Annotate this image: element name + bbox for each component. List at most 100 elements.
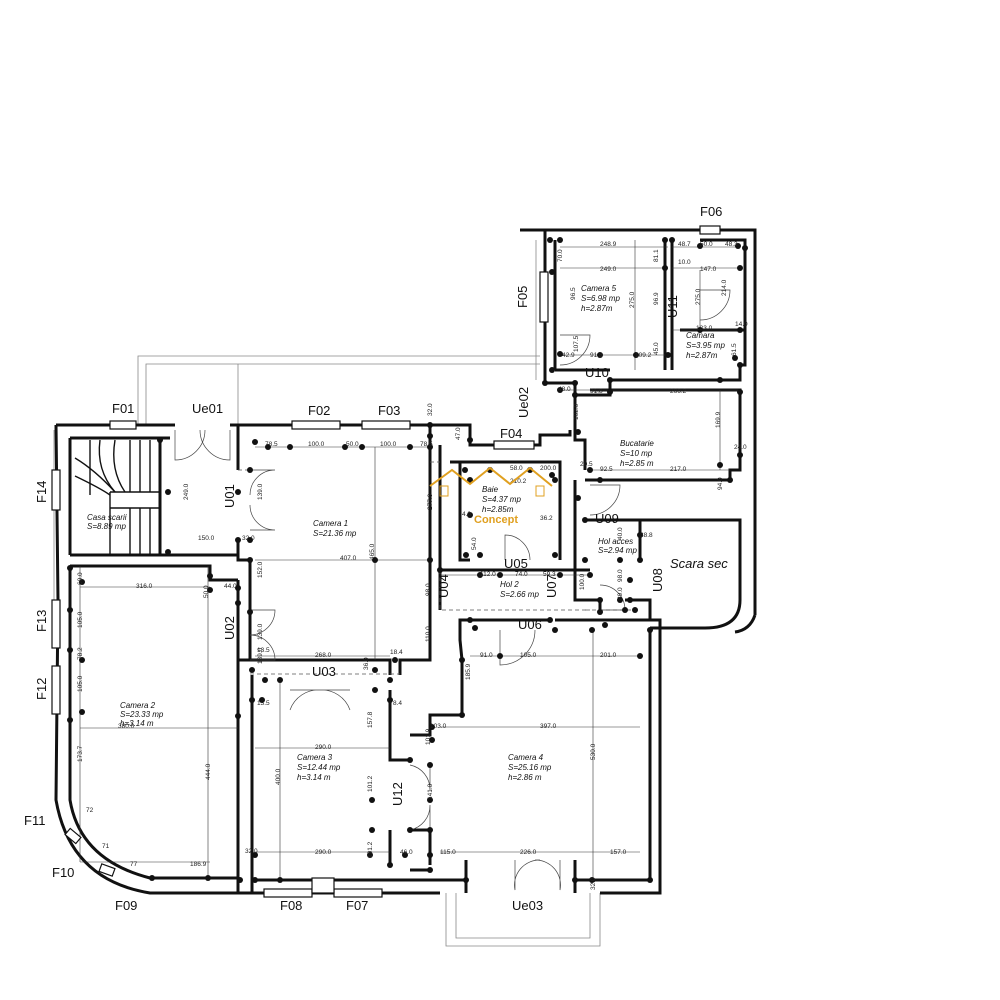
dimension-label: 50.0 (203, 585, 210, 598)
dimension-label: 96.5 (570, 287, 577, 300)
dimension-label: 407.0 (340, 555, 357, 562)
dimension-label: 380.0 (118, 723, 135, 730)
label-U05: U05 (504, 556, 528, 571)
wall-node (252, 852, 258, 858)
room-area: S=8.89 mp (87, 522, 126, 531)
wall-node (633, 352, 639, 358)
room-area: S=4.37 mp (482, 495, 521, 504)
wall-node (647, 877, 653, 883)
dimension-label: 81.1 (653, 249, 660, 262)
doors (174, 289, 731, 891)
label-U06: U06 (518, 617, 542, 632)
dimension-lines (79, 240, 740, 880)
opening-labels: F01 Ue01 F02 F03 F04 F05 F06 Ue02 U01 U0… (24, 204, 722, 913)
dimension-label: 48.0 (558, 386, 571, 393)
wall-node (617, 557, 623, 563)
wall-node (427, 827, 433, 833)
wall-node (79, 579, 85, 585)
label-F12: F12 (34, 678, 49, 700)
room-name: Camera 5 (581, 284, 617, 293)
dimension-label: 36.2 (540, 515, 553, 522)
room-name: Camera 2 (120, 701, 156, 710)
dimension-label: 72 (86, 807, 94, 814)
wall-node (67, 717, 73, 723)
dimension-label: 200.0 (540, 465, 557, 472)
dimension-label: 249.0 (600, 266, 617, 273)
dimension-label: 13.5 (257, 647, 270, 654)
wall-node (372, 557, 378, 563)
wall-node (247, 557, 253, 563)
wall-node (587, 467, 593, 473)
label-U10: U10 (585, 365, 609, 380)
wall-node (587, 572, 593, 578)
wall-node (459, 712, 465, 718)
room-area: S=25.16 mp (508, 763, 552, 772)
wall-node (372, 687, 378, 693)
dimension-label: 4.0 (462, 511, 471, 518)
dimension-label: 54.0 (471, 537, 478, 550)
wall-node (369, 797, 375, 803)
dimension-label: 157.0 (610, 849, 627, 856)
dimension-label: 18.4 (390, 649, 403, 656)
dimension-label: 275.0 (695, 288, 702, 305)
dimension-label: 40.0 (617, 527, 624, 540)
wall-node (207, 587, 213, 593)
wall-node (157, 437, 163, 443)
room-area: S=3.95 mp (686, 341, 725, 350)
label-U11: U11 (665, 295, 680, 318)
dimension-label: 530.0 (590, 743, 597, 760)
dimension-label: 266.2 (670, 388, 687, 395)
dimension-label: 46.0 (400, 849, 413, 856)
wall-node (549, 472, 555, 478)
wall-node (627, 577, 633, 583)
room-name: Baie (482, 485, 499, 494)
wall-node (497, 653, 503, 659)
wall-node (437, 567, 443, 573)
wall-node (547, 237, 553, 243)
dimension-label: 290.0 (315, 849, 332, 856)
wall-node (249, 667, 255, 673)
label-F06: F06 (700, 204, 722, 219)
wall-node (732, 355, 738, 361)
dimension-label: 139.0 (257, 483, 264, 500)
dimension-label: 32.0 (590, 877, 597, 890)
label-F03: F03 (378, 403, 400, 418)
wall-node (407, 444, 413, 450)
room-camera-4: Camera 4 S=25.16 mp h=2.86 m (508, 753, 552, 782)
wall-node (627, 597, 633, 603)
wall-node (737, 452, 743, 458)
wall-node (575, 429, 581, 435)
wall-node (547, 617, 553, 623)
room-name: Bucatarie (620, 439, 654, 448)
wall-node (67, 565, 73, 571)
wall-node (402, 852, 408, 858)
label-F01: F01 (112, 401, 134, 416)
wall-node (589, 627, 595, 633)
dimension-label: 59.3 (543, 571, 556, 578)
label-F13: F13 (34, 610, 49, 632)
dimension-label: 147.0 (700, 266, 717, 273)
dimension-label: 110.0 (425, 626, 432, 642)
dimension-label: 20.5 (580, 461, 593, 468)
room-camera-3: Camera 3 S=12.44 mp h=3.14 m (297, 753, 341, 782)
wall-node (607, 377, 613, 383)
wall-node (287, 444, 293, 450)
room-labels: Casa scarii S=8.89 mp Camera 1 S=21.36 m… (87, 284, 728, 782)
wall-node (235, 585, 241, 591)
room-bucatarie: Bucatarie S=10 mp h=2.85 m (620, 439, 654, 468)
windows (51, 225, 721, 898)
dimension-label: 133.0 (696, 325, 713, 332)
label-U01: U01 (222, 484, 237, 508)
wall-node (392, 657, 398, 663)
label-U02: U02 (222, 616, 237, 640)
wall-node (427, 433, 433, 439)
room-casa-scari: Casa scarii S=8.89 mp (87, 513, 127, 531)
dimension-label: 32.0 (245, 848, 258, 855)
dimension-label: 277.0 (427, 493, 434, 510)
wall-node (427, 797, 433, 803)
dimension-label: 226.0 (520, 849, 537, 856)
dimension-label: 24.0 (734, 444, 747, 451)
wall-node (262, 677, 268, 683)
dimension-label: 103.0 (430, 723, 447, 730)
